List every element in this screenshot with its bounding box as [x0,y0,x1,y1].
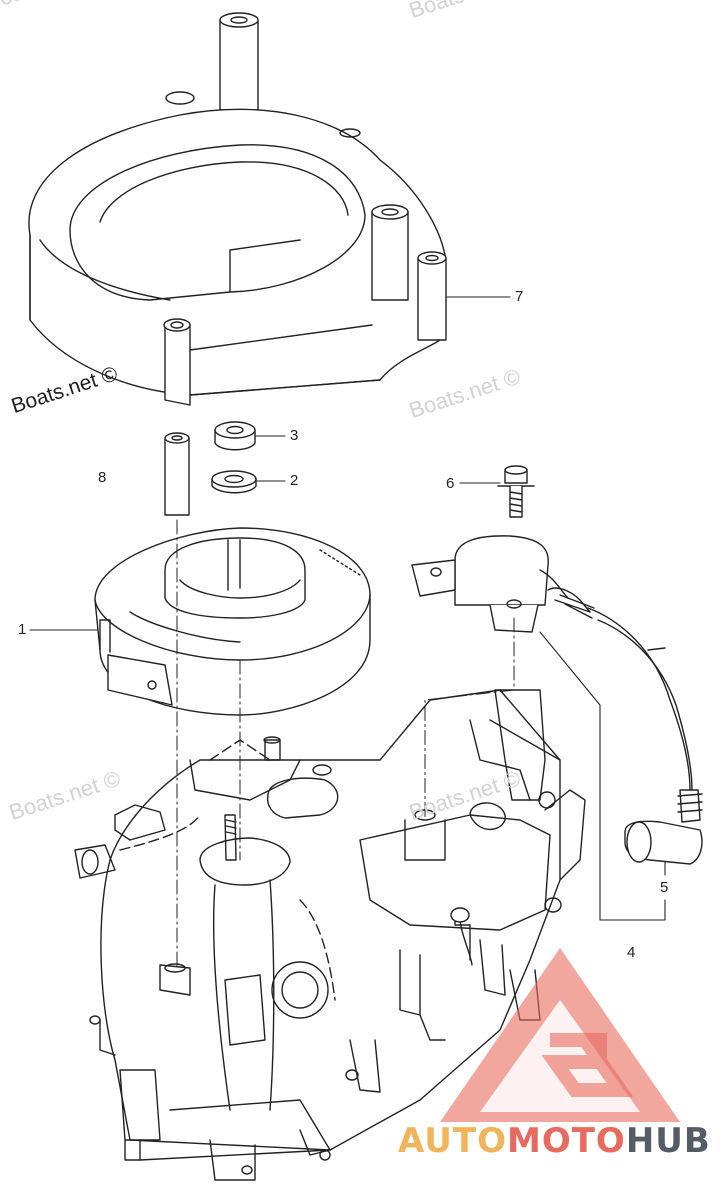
assembly-lines [176,519,515,971]
callout-4: 4 [627,944,636,961]
callout-5: 5 [660,879,669,896]
part-1-stator [94,527,371,716]
callout-1: 1 [18,621,27,638]
callout-2: 2 [290,472,299,489]
callout-3: 3 [290,427,299,444]
part-2-washer [211,470,257,494]
automotohub-logo [440,948,680,1122]
brand-moto: MOTO [506,1121,626,1161]
part-3-nut [214,421,256,451]
part-8-spacer [164,432,190,516]
leader-lines [29,296,666,921]
brand-logo-text: AUTOMOTOHUB [398,1121,711,1161]
part-6-bolt [497,465,535,518]
callout-8: 8 [98,469,107,486]
callout-7: 7 [515,288,524,305]
part-5-plug-cap [624,789,703,865]
brand-auto: AUTO [398,1121,507,1161]
callout-6: 6 [446,475,455,492]
brand-hub: HUB [625,1121,711,1161]
part-7-cover [28,12,447,406]
part-4-ignition-coil [411,535,693,791]
powerhead-assembly [74,689,586,1181]
